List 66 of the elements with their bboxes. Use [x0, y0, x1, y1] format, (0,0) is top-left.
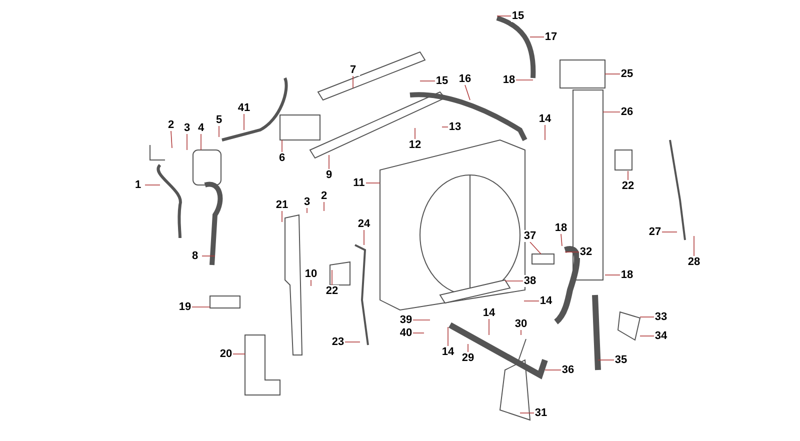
- leader-line: [218, 126, 220, 138]
- callout-number: 34: [654, 330, 668, 342]
- callout-number: 29: [461, 352, 475, 364]
- callout-number: 18: [502, 74, 516, 86]
- callout-number: 38: [523, 275, 537, 287]
- callout-number: 24: [357, 218, 371, 230]
- callout-number: 35: [614, 354, 628, 366]
- callout-number: 12: [408, 139, 422, 151]
- leader-line: [524, 300, 540, 302]
- leader-line: [544, 124, 546, 140]
- callout-number: 25: [620, 68, 634, 80]
- leader-line: [604, 274, 620, 276]
- leader-line: [530, 242, 542, 254]
- callout-number: 26: [620, 106, 634, 118]
- callout-number: 23: [331, 336, 345, 348]
- leader-line: [488, 318, 490, 336]
- leader-line: [420, 80, 436, 82]
- leader-line: [414, 128, 416, 140]
- callout-number: 22: [621, 180, 635, 192]
- callout-number: 31: [534, 407, 548, 419]
- leader-line: [464, 84, 470, 100]
- leader-line: [144, 184, 160, 186]
- callout-number: 20: [219, 348, 233, 360]
- callout-number: 27: [648, 226, 662, 238]
- leader-line: [306, 208, 308, 214]
- callout-number: 16: [458, 73, 472, 85]
- leader-line: [186, 134, 188, 150]
- callout-number: 19: [178, 301, 192, 313]
- callout-number: 14: [538, 113, 552, 125]
- leader-line: [412, 332, 424, 334]
- callout-number: 28: [687, 256, 701, 268]
- leader-line: [200, 134, 202, 150]
- callout-number: 14: [441, 346, 455, 358]
- callout-number: 14: [482, 307, 496, 319]
- callout-number: 21: [275, 199, 289, 211]
- leader-line: [192, 306, 210, 308]
- callout-number: 32: [579, 246, 593, 258]
- leader-line: [442, 126, 448, 128]
- callout-number: 17: [544, 31, 558, 43]
- callout-number: 37: [523, 230, 537, 242]
- callout-number: 15: [435, 75, 449, 87]
- leader-line: [310, 280, 312, 286]
- callout-number: 36: [561, 364, 575, 376]
- callout-number: 13: [448, 121, 462, 133]
- callout-number: 10: [304, 268, 318, 280]
- leader-line: [520, 330, 522, 336]
- leader-line: [530, 36, 544, 38]
- leader-line: [328, 154, 330, 170]
- callout-number: 39: [399, 314, 413, 326]
- leader-line: [170, 130, 172, 148]
- leader-line: [352, 76, 354, 88]
- callout-number: 33: [654, 311, 668, 323]
- callout-number: 18: [620, 269, 634, 281]
- callout-number: 40: [399, 327, 413, 339]
- callout-number: 41: [237, 102, 251, 114]
- callout-number: 22: [325, 285, 339, 297]
- callout-number: 15: [511, 10, 525, 22]
- leader-line: [640, 316, 654, 318]
- leader-line: [504, 280, 524, 282]
- callout-number: 11: [352, 177, 366, 189]
- callout-number: 18: [554, 222, 568, 234]
- callout-number: 30: [514, 318, 528, 330]
- leader-line: [520, 412, 534, 414]
- leader-line: [366, 182, 380, 184]
- callout-number: 14: [539, 295, 553, 307]
- leader-line: [560, 234, 562, 246]
